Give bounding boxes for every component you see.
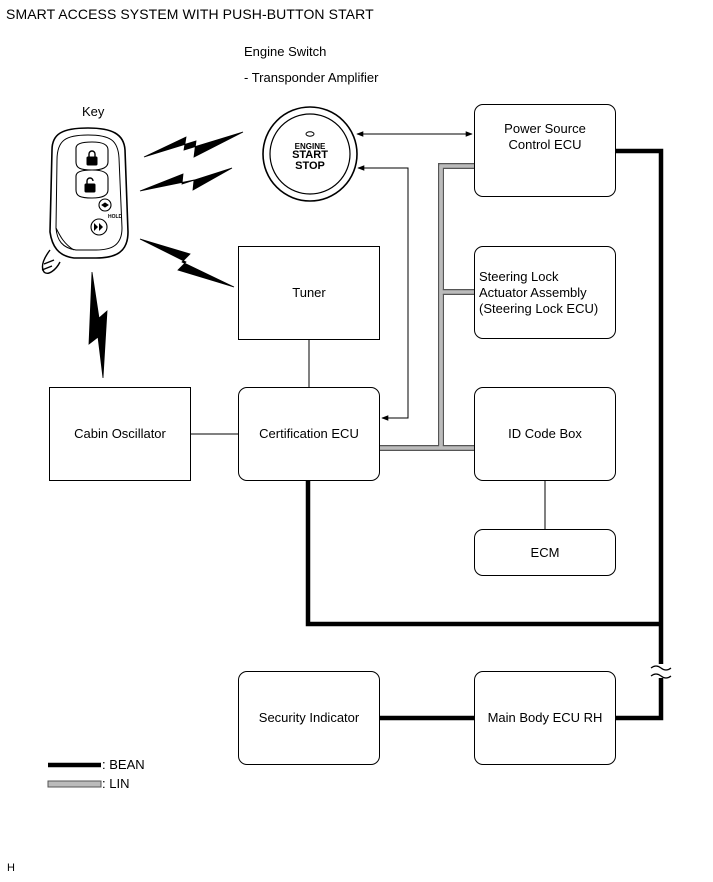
certification-ecu: Certification ECU — [238, 387, 380, 481]
footer-mark: H — [7, 862, 15, 874]
bolt-key-to-tuner — [139, 238, 235, 288]
key-label: Key — [82, 104, 105, 119]
transponder-label: - Transponder Amplifier — [244, 70, 379, 85]
bolt-oscillator-to-key — [88, 271, 108, 379]
id-code-box: ID Code Box — [474, 387, 616, 481]
key-hold-label: HOLD — [108, 214, 123, 220]
lin-bus — [380, 163, 474, 451]
legend-bean-label: : BEAN — [102, 757, 145, 772]
ecm: ECM — [474, 529, 616, 576]
power-source-control-ecu: Power Source Control ECU — [474, 104, 616, 197]
legend-lin-line — [47, 780, 102, 788]
engine-button-line2: START — [292, 149, 328, 161]
steering-lock-ecu: Steering Lock Actuator Assembly (Steerin… — [474, 246, 616, 339]
page-title: SMART ACCESS SYSTEM WITH PUSH-BUTTON STA… — [6, 6, 374, 22]
bean-line-certification — [305, 481, 661, 627]
engine-button-line3: STOP — [295, 160, 325, 172]
line-break-symbol — [650, 665, 672, 679]
security-indicator: Security Indicator — [238, 671, 380, 765]
main-body-ecu-rh: Main Body ECU RH — [474, 671, 616, 765]
engine-start-button-graphic — [262, 106, 358, 202]
cabin-oscillator: Cabin Oscillator — [49, 387, 191, 481]
bolt-key-to-engine — [139, 167, 233, 192]
legend-lin-label: : LIN — [102, 776, 130, 791]
bolt-engine-to-key — [143, 131, 244, 158]
engine-button-line1: ENGINE — [294, 142, 326, 151]
wireless-bolts — [88, 131, 244, 379]
engine-switch-label: Engine Switch — [244, 44, 327, 59]
arrow-engine-certification — [357, 165, 409, 421]
tuner: Tuner — [238, 246, 380, 340]
bean-line-power-source — [616, 148, 664, 721]
key-fob-graphic — [41, 127, 129, 274]
